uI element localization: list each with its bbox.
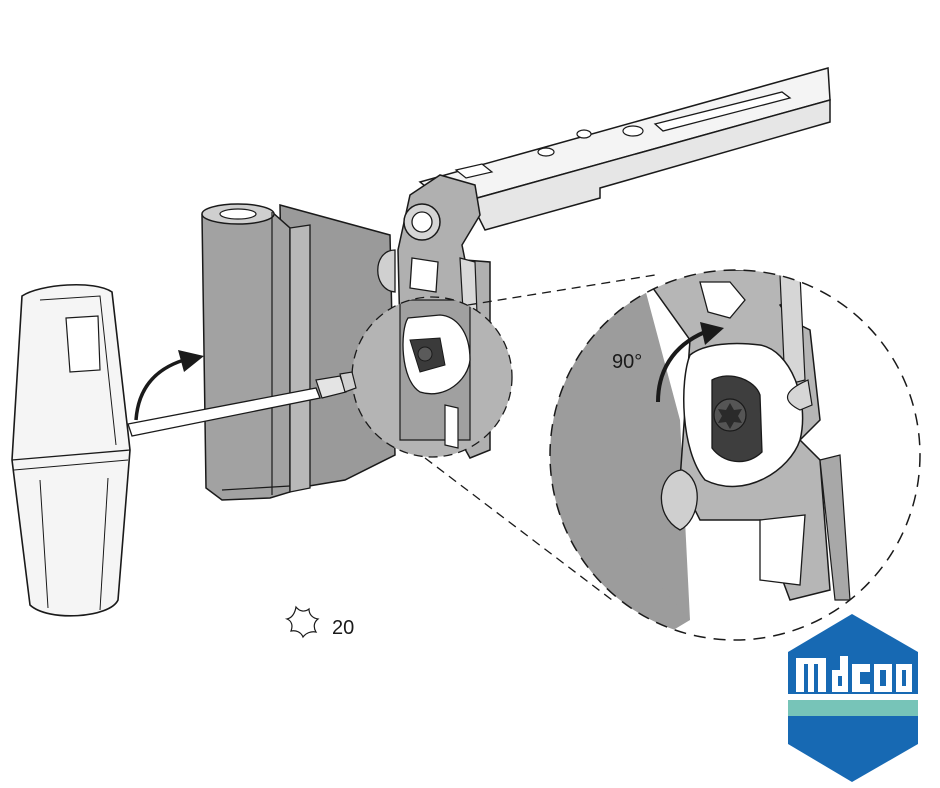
detail-circle-large [549, 269, 921, 641]
torx-star-icon [284, 605, 320, 639]
screwdriver-handle [11, 283, 131, 617]
maco-logo [788, 614, 918, 782]
hinge-barrel [201, 203, 311, 501]
screwdriver-shaft [127, 371, 357, 437]
torx-size-label: 20 [332, 617, 354, 639]
stay-arm [418, 67, 831, 231]
curved-arrow-icon [656, 322, 724, 403]
curved-arrow-icon [134, 350, 204, 421]
rotation-angle-label: 90° [612, 351, 642, 373]
detail-circle-small [351, 296, 513, 458]
zoom-connector-lines [424, 274, 656, 601]
